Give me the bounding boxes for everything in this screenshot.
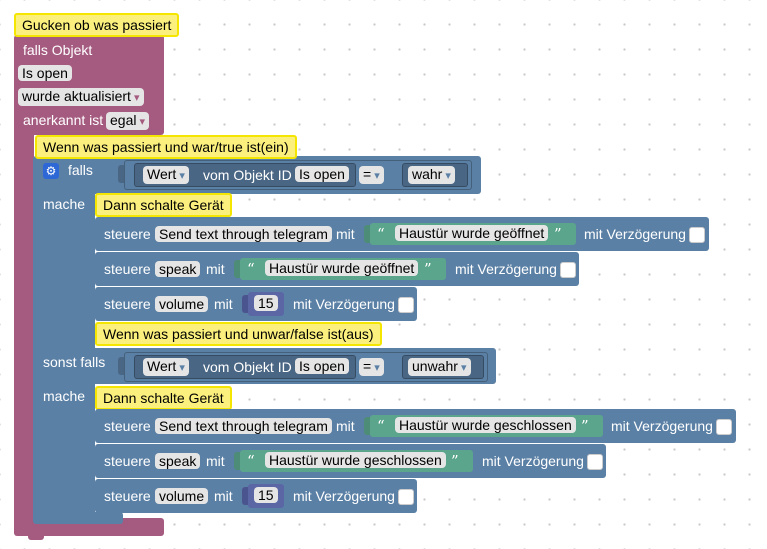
delay-checkbox[interactable]: [560, 262, 576, 278]
text-block[interactable]: “ Haustür wurde geöffnet ”: [370, 223, 576, 245]
delay-checkbox[interactable]: [689, 227, 705, 243]
steuere-label: steuere: [104, 261, 151, 277]
sonst-falls-label: sonst falls: [43, 354, 106, 370]
text-block[interactable]: “ Haustür wurde geschlossen ”: [240, 450, 473, 472]
cond1-object[interactable]: Is open: [295, 166, 349, 182]
steuere-label: steuere: [104, 418, 151, 434]
delay-label: mit Verzögerung: [482, 453, 584, 469]
event-block-spine: [14, 120, 34, 530]
steuere-label: steuere: [104, 226, 151, 242]
mache-label: mache: [43, 196, 86, 212]
branch1-volume-target[interactable]: volume: [155, 296, 209, 312]
event-block-tab: [28, 534, 44, 540]
ack-label: anerkannt ist: [23, 112, 104, 128]
text-notch: [364, 225, 370, 243]
gear-icon[interactable]: ⚙: [43, 163, 59, 179]
event-object-id[interactable]: Is open: [18, 65, 72, 81]
number-block[interactable]: 15: [248, 484, 284, 508]
number-value[interactable]: 15: [254, 295, 278, 311]
text-block[interactable]: “ Haustür wurde geöffnet ”: [240, 258, 446, 280]
quote-close-icon: ”: [451, 452, 459, 470]
delay-label: mit Verzögerung: [293, 488, 395, 504]
cond2-value-dropdown[interactable]: unwahr: [408, 358, 471, 376]
branch2-volume-target[interactable]: volume: [155, 488, 209, 504]
mit-label: mit: [206, 453, 225, 469]
branch2-telegram-target[interactable]: Send text through telegram: [155, 418, 332, 434]
cond1-notch: [118, 165, 124, 183]
mit-label: mit: [336, 418, 355, 434]
steuere-label: steuere: [104, 296, 151, 312]
cond1-value-dropdown[interactable]: wahr: [408, 166, 455, 184]
text-block[interactable]: “ Haustür wurde geschlossen ”: [370, 415, 603, 437]
if-block-bottom: [33, 512, 123, 524]
quote-open-icon: “: [377, 225, 385, 243]
delay-label: mit Verzögerung: [611, 418, 713, 434]
branch1-telegram-target[interactable]: Send text through telegram: [155, 226, 332, 242]
ack-dropdown[interactable]: egal: [106, 112, 150, 130]
delay-label: mit Verzögerung: [293, 296, 395, 312]
number-block[interactable]: 15: [248, 292, 284, 316]
number-notch: [242, 295, 248, 313]
steuere-label: steuere: [104, 488, 151, 504]
delay-checkbox[interactable]: [716, 419, 732, 435]
text-value[interactable]: Haustür wurde geöffnet: [265, 260, 419, 276]
number-notch: [242, 487, 248, 505]
cond1-prop-dropdown[interactable]: Wert: [143, 166, 189, 184]
text-notch: [364, 417, 370, 435]
cond1-text: vom Objekt ID: [203, 167, 292, 183]
mit-label: mit: [214, 488, 233, 504]
text-value[interactable]: Haustür wurde geöffnet: [395, 225, 549, 241]
text-value[interactable]: Haustür wurde geschlossen: [395, 417, 576, 433]
cond2-text: vom Objekt ID: [203, 359, 292, 375]
delay-label: mit Verzögerung: [455, 261, 557, 277]
quote-close-icon: ”: [554, 225, 562, 243]
quote-open-icon: “: [377, 417, 385, 435]
event-trigger-dropdown[interactable]: wurde aktualisiert: [18, 88, 144, 106]
steuere-label: steuere: [104, 453, 151, 469]
text-notch: [234, 452, 240, 470]
falls-label: falls: [68, 162, 93, 178]
delay-label: mit Verzögerung: [584, 226, 686, 242]
cond2-op-dropdown[interactable]: =: [359, 358, 384, 376]
quote-close-icon: ”: [581, 417, 589, 435]
branch2-comment[interactable]: Dann schalte Gerät: [95, 386, 232, 410]
delay-checkbox[interactable]: [587, 454, 603, 470]
mit-label: mit: [336, 226, 355, 242]
number-value[interactable]: 15: [254, 487, 278, 503]
branch2-speak-target[interactable]: speak: [155, 453, 201, 469]
event-comment[interactable]: Gucken ob was passiert: [14, 13, 180, 37]
text-value[interactable]: Haustür wurde geschlossen: [265, 452, 446, 468]
mache-label-2: mache: [43, 388, 86, 404]
falls-objekt-label: falls Objekt: [23, 42, 93, 58]
if-comment[interactable]: Wenn was passiert und war/true ist(ein): [35, 135, 297, 159]
cond2-prop-dropdown[interactable]: Wert: [143, 358, 189, 376]
unwar-comment[interactable]: Wenn was passiert und unwar/false ist(au…: [95, 322, 382, 346]
quote-open-icon: “: [247, 260, 255, 278]
mit-label: mit: [206, 261, 225, 277]
delay-checkbox[interactable]: [398, 297, 414, 313]
delay-checkbox[interactable]: [398, 489, 414, 505]
branch1-comment[interactable]: Dann schalte Gerät: [95, 193, 232, 217]
quote-close-icon: ”: [424, 260, 432, 278]
cond1-op-dropdown[interactable]: =: [359, 166, 384, 184]
text-notch: [234, 260, 240, 278]
cond2-object[interactable]: Is open: [295, 358, 349, 374]
quote-open-icon: “: [247, 452, 255, 470]
branch1-speak-target[interactable]: speak: [155, 261, 201, 277]
mit-label: mit: [214, 296, 233, 312]
cond2-notch: [118, 357, 124, 375]
